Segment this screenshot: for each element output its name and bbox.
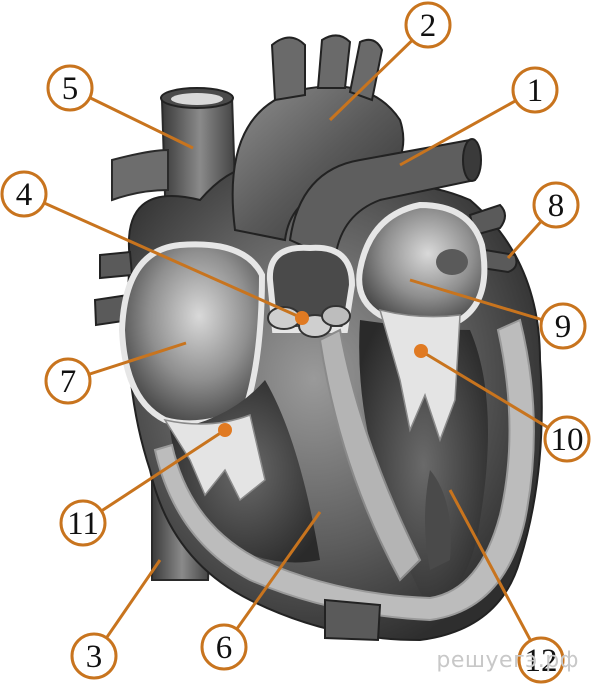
- callout-number: 11: [67, 506, 99, 542]
- callout-number: 7: [60, 364, 77, 400]
- callout-circle: [517, 636, 565, 684]
- callout-number: 9: [555, 309, 572, 345]
- myocardium-wall: [153, 318, 535, 622]
- leader-line-11: [82, 428, 226, 525]
- callout-number: 1: [527, 73, 544, 109]
- mitral-valve: [378, 308, 461, 443]
- leader-line-12: [448, 489, 543, 661]
- callout-8: 8: [532, 181, 580, 229]
- tricuspid-valve: [163, 413, 266, 502]
- right-atrium: [118, 241, 266, 427]
- callout-circle: [46, 64, 94, 112]
- marker-dot-4: [295, 311, 309, 325]
- interventricular-septum: [318, 328, 422, 582]
- callout-9: 9: [539, 302, 587, 350]
- leader-line-9: [409, 278, 564, 328]
- callout-circle: [44, 357, 92, 405]
- leader-line-4: [23, 192, 303, 320]
- callout-5: 5: [46, 64, 94, 112]
- leader-line-1: [399, 88, 536, 167]
- leader-line-6: [222, 511, 322, 648]
- callout-2: 2: [404, 1, 452, 49]
- callout-10: 10: [543, 415, 591, 463]
- callout-circle: [70, 632, 118, 680]
- watermark: решуегэ.рф: [436, 648, 579, 673]
- callout-number: 3: [86, 639, 103, 675]
- callout-number: 12: [525, 643, 558, 679]
- heart-illustration: [93, 34, 543, 642]
- callout-6: 6: [200, 623, 248, 671]
- callout-number: 4: [16, 177, 33, 213]
- callout-circle: [0, 170, 48, 218]
- papillary-muscle: [425, 470, 451, 570]
- callout-number: 8: [548, 188, 565, 224]
- callout-circle: [59, 499, 107, 547]
- callout-4: 4: [0, 170, 48, 218]
- callout-number: 10: [551, 422, 584, 458]
- marker-dot-11: [218, 423, 232, 437]
- marker-dot-10: [414, 344, 428, 358]
- callout-circle: [539, 302, 587, 350]
- callout-12: 12: [517, 636, 565, 684]
- callout-number: 2: [420, 8, 437, 44]
- callout-3: 3: [70, 632, 118, 680]
- callout-circle: [511, 66, 559, 114]
- callout-number: 5: [62, 71, 79, 107]
- callout-number: 6: [216, 630, 233, 666]
- left-atrium: [356, 201, 488, 330]
- callout-1: 1: [511, 66, 559, 114]
- callout-11: 11: [59, 499, 107, 547]
- leader-line-10: [420, 349, 568, 441]
- callout-7: 7: [44, 357, 92, 405]
- callout-circle: [532, 181, 580, 229]
- callout-circle: [200, 623, 248, 671]
- callout-circle: [404, 1, 452, 49]
- callout-circle: [543, 415, 591, 463]
